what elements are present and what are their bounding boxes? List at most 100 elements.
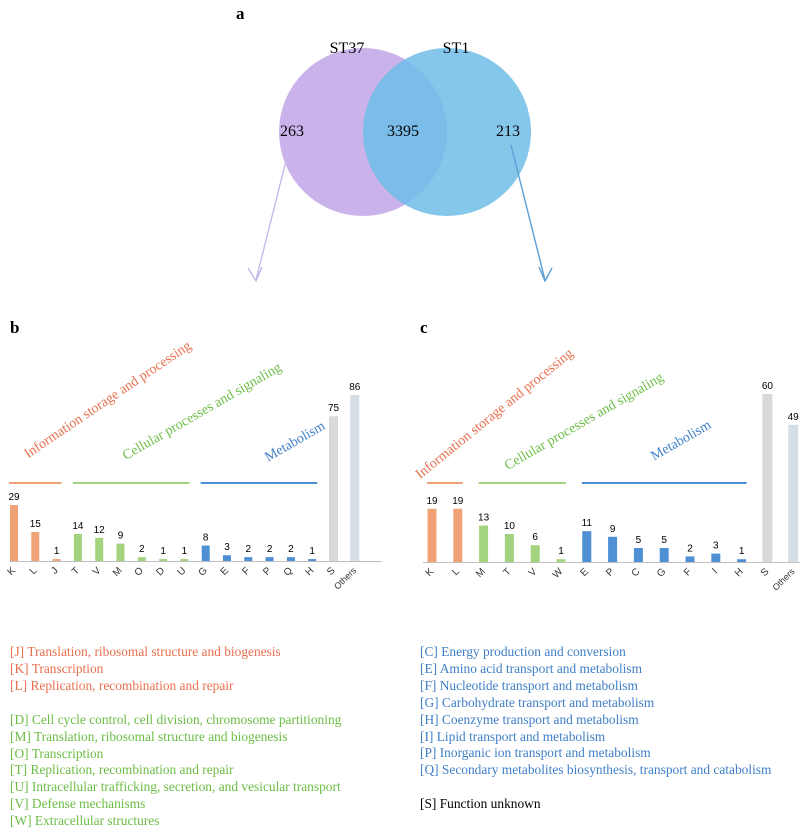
bar-l bbox=[453, 508, 463, 562]
value-label-p: 2 bbox=[267, 544, 273, 555]
tick-label-f: F bbox=[682, 566, 694, 578]
value-label-v: 6 bbox=[532, 532, 538, 543]
tick-label-c: C bbox=[630, 566, 643, 579]
tick-label-e: E bbox=[578, 566, 591, 579]
value-label-l: 19 bbox=[452, 496, 464, 507]
tick-label-l: L bbox=[28, 565, 40, 577]
st37-label: ST37 bbox=[330, 40, 365, 57]
value-label-e: 3 bbox=[224, 542, 230, 553]
bar-c bbox=[633, 548, 643, 562]
tick-label-u: U bbox=[176, 565, 189, 578]
value-label-d: 1 bbox=[160, 546, 166, 557]
value-label-s: 75 bbox=[328, 403, 340, 414]
value-label-h: 1 bbox=[309, 546, 315, 557]
value-label-k: 19 bbox=[426, 496, 438, 507]
value-label-j: 1 bbox=[54, 546, 60, 557]
tick-label-others: Others bbox=[332, 565, 359, 592]
arrow-right-head bbox=[538, 266, 553, 283]
legend-item-o: [O] Transcription bbox=[10, 745, 104, 761]
bar-g bbox=[659, 548, 669, 562]
bar-s bbox=[762, 394, 773, 562]
bar-p bbox=[265, 557, 274, 561]
value-label-t: 14 bbox=[72, 521, 84, 532]
st1-circle bbox=[363, 48, 531, 216]
bar-t bbox=[504, 534, 514, 562]
bar-m bbox=[116, 543, 125, 561]
value-label-others: 49 bbox=[788, 412, 800, 423]
tick-label-p: P bbox=[604, 566, 617, 579]
value-label-e: 11 bbox=[582, 518, 593, 529]
value-label-others: 86 bbox=[349, 382, 361, 393]
chart-b: b29K15L1J14T12V9M2O1D1U8G3E2F2P2Q1H75S86… bbox=[6, 318, 382, 592]
panel-label-c: c bbox=[420, 318, 428, 337]
panel-label-a: a bbox=[236, 4, 245, 23]
tick-label-g: G bbox=[197, 565, 210, 578]
tick-label-v: V bbox=[527, 566, 540, 579]
legend-item-t: [T] Replication, recombination and repai… bbox=[10, 762, 234, 778]
value-label-k: 29 bbox=[8, 492, 20, 503]
bar-t bbox=[73, 533, 82, 561]
bar-m bbox=[479, 525, 489, 562]
bar-v bbox=[530, 545, 540, 562]
value-label-l: 15 bbox=[30, 519, 42, 530]
tick-label-v: V bbox=[91, 565, 104, 578]
bar-k bbox=[10, 505, 18, 561]
bar-f bbox=[244, 557, 253, 561]
legend-item-j: [J] Translation, ribosomal structure and… bbox=[10, 644, 281, 659]
arrow-right-line bbox=[510, 144, 546, 281]
bar-p bbox=[608, 536, 618, 562]
value-label-g: 8 bbox=[203, 533, 209, 544]
bar-w bbox=[556, 559, 566, 562]
value-label-o: 2 bbox=[139, 544, 145, 555]
value-label-m: 13 bbox=[478, 513, 490, 524]
legend-item-g: [G] Carbohydrate transport and metabolis… bbox=[420, 694, 655, 710]
value-label-t: 10 bbox=[504, 521, 516, 532]
legend-item-h: [H] Coenzyme transport and metabolism bbox=[420, 711, 639, 727]
tick-label-t: T bbox=[501, 566, 513, 578]
value-label-u: 1 bbox=[182, 546, 188, 557]
value-label-w: 1 bbox=[558, 546, 564, 557]
group-title-metabolism: Metabolism bbox=[649, 418, 715, 464]
group-title-info: Information storage and processing bbox=[413, 346, 576, 482]
bar-q bbox=[286, 557, 295, 561]
tick-label-s: S bbox=[759, 566, 772, 579]
legend-item-l: [L] Replication, recombination and repai… bbox=[10, 677, 234, 693]
tick-label-w: W bbox=[551, 566, 566, 581]
bar-j bbox=[52, 559, 61, 561]
st37-only-count: 263 bbox=[280, 123, 304, 140]
tick-label-j: J bbox=[49, 565, 60, 576]
tick-label-k: K bbox=[6, 565, 19, 578]
tick-label-t: T bbox=[70, 565, 82, 577]
bar-g bbox=[201, 545, 210, 561]
value-label-f: 2 bbox=[687, 543, 693, 554]
bar-v bbox=[95, 537, 104, 561]
legend-left: [J] Translation, ribosomal structure and… bbox=[10, 644, 341, 830]
value-label-m: 9 bbox=[118, 531, 124, 542]
bar-h bbox=[737, 559, 747, 562]
value-label-i: 3 bbox=[713, 541, 719, 552]
bar-d bbox=[159, 559, 168, 561]
tick-label-g: G bbox=[655, 566, 668, 579]
value-label-g: 5 bbox=[661, 535, 667, 546]
bar-e bbox=[582, 531, 592, 562]
legend-right: [C] Energy production and conversion [E]… bbox=[420, 644, 771, 813]
tick-label-l: L bbox=[450, 566, 462, 578]
bar-e bbox=[223, 555, 231, 561]
legend-item-d: [D] Cell cycle control, cell division, c… bbox=[10, 711, 342, 727]
bar-f bbox=[685, 556, 695, 562]
st1-label: ST1 bbox=[443, 40, 470, 57]
tick-label-others: Others bbox=[770, 566, 797, 593]
legend-item-i: [I] Lipid transport and metabolism bbox=[420, 728, 606, 744]
tick-label-s: S bbox=[325, 565, 338, 578]
panel-label-b: b bbox=[10, 318, 19, 337]
group-title-metabolism: Metabolism bbox=[263, 419, 329, 465]
bar-s bbox=[329, 416, 338, 561]
tick-label-h: H bbox=[733, 566, 746, 579]
value-label-v: 12 bbox=[94, 525, 106, 536]
tick-label-k: K bbox=[424, 566, 437, 579]
legend-item-m: [M] Translation, ribosomal structure and… bbox=[10, 728, 288, 744]
bar-o bbox=[137, 557, 146, 561]
value-label-s: 60 bbox=[762, 381, 774, 392]
arrow-left-line bbox=[255, 144, 291, 281]
